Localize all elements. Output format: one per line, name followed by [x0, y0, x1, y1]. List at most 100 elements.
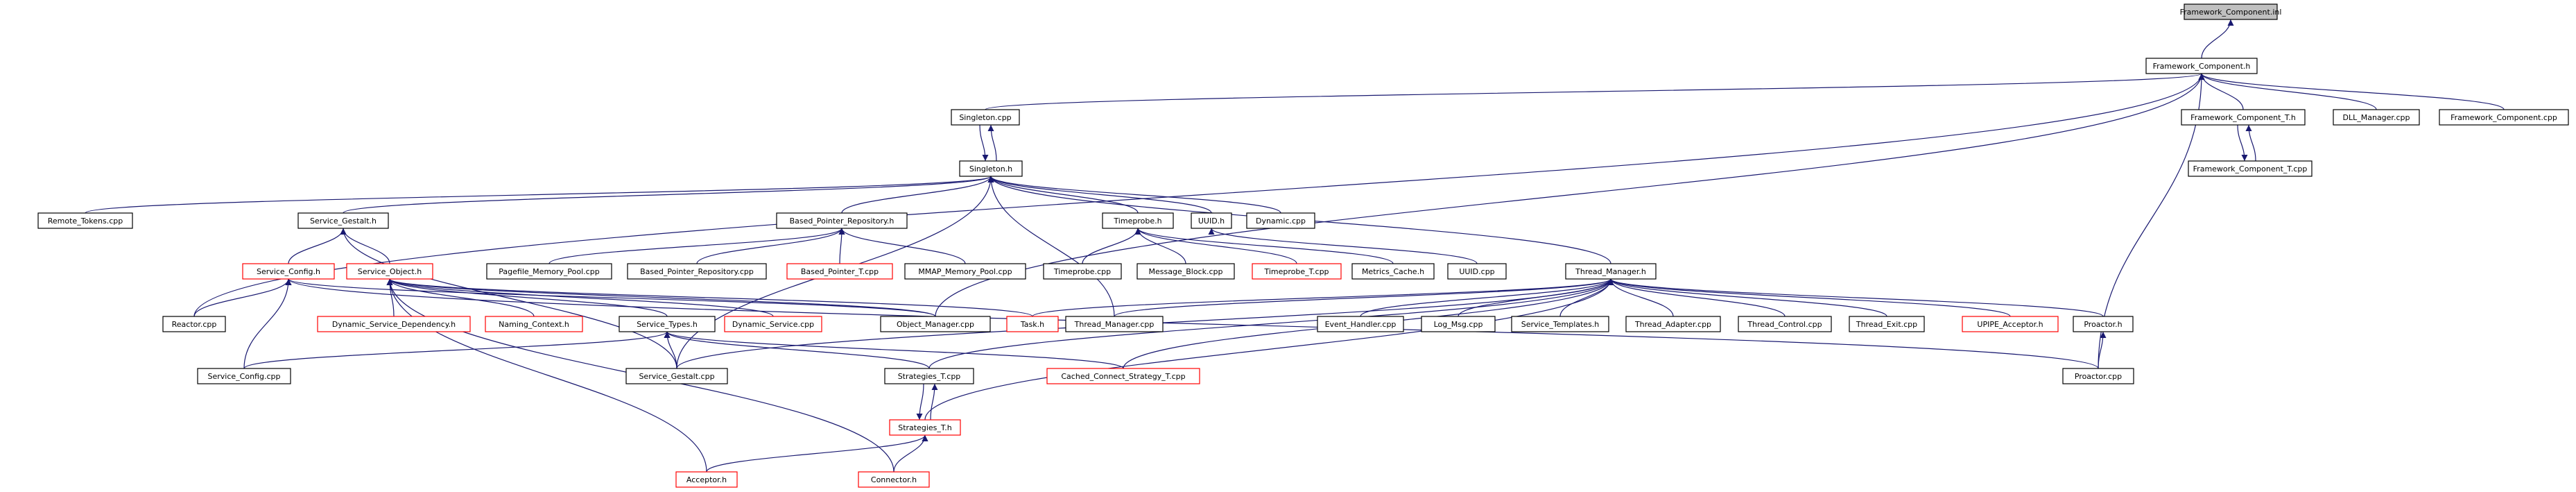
- graph-node-n12[interactable]: UUID.h: [1191, 212, 1232, 229]
- graph-node-n38[interactable]: Thread_Control.cpp: [1738, 316, 1832, 332]
- node-box[interactable]: [1043, 263, 1122, 280]
- graph-node-n34[interactable]: Event_Handler.cpp: [1317, 316, 1404, 332]
- node-box[interactable]: [619, 316, 716, 332]
- node-box[interactable]: [724, 316, 822, 332]
- node-box[interactable]: [317, 316, 471, 332]
- graph-node-n26[interactable]: Reactor.cpp: [162, 316, 226, 332]
- node-box[interactable]: [1317, 316, 1404, 332]
- graph-node-n36[interactable]: Service_Templates.h: [1511, 316, 1609, 332]
- node-box[interactable]: [2062, 368, 2134, 384]
- node-box[interactable]: [197, 368, 291, 384]
- node-box[interactable]: [1246, 212, 1315, 229]
- node-box[interactable]: [485, 316, 583, 332]
- node-box[interactable]: [297, 212, 389, 229]
- node-box[interactable]: [1136, 263, 1235, 280]
- graph-node-n24[interactable]: UUID.cpp: [1447, 263, 1507, 280]
- node-box[interactable]: [1962, 316, 2059, 332]
- node-box[interactable]: [1351, 263, 1435, 280]
- graph-node-n37[interactable]: Thread_Adapter.cpp: [1625, 316, 1721, 332]
- node-box[interactable]: [486, 263, 612, 280]
- node-box[interactable]: [627, 263, 767, 280]
- graph-node-n32[interactable]: Task.h: [1006, 316, 1059, 332]
- node-box[interactable]: [675, 471, 738, 488]
- node-box[interactable]: [37, 212, 133, 229]
- node-box[interactable]: [1511, 316, 1609, 332]
- node-box[interactable]: [2073, 316, 2134, 332]
- graph-node-n39[interactable]: Thread_Exit.cpp: [1849, 316, 1925, 332]
- graph-node-n4[interactable]: DLL_Manager.cpp: [2333, 109, 2420, 126]
- graph-node-n46[interactable]: Proactor.cpp: [2062, 368, 2134, 384]
- graph-node-n48[interactable]: Acceptor.h: [675, 471, 738, 488]
- node-box[interactable]: [2184, 3, 2278, 20]
- node-box[interactable]: [1738, 316, 1832, 332]
- graph-node-n49[interactable]: Connector.h: [858, 471, 930, 488]
- node-box[interactable]: [242, 263, 335, 280]
- graph-node-n40[interactable]: UPIPE_Acceptor.h: [1962, 316, 2059, 332]
- graph-node-n5[interactable]: Framework_Component.cpp: [2439, 109, 2569, 126]
- graph-node-n25[interactable]: Thread_Manager.h: [1565, 263, 1657, 280]
- node-box[interactable]: [951, 109, 1020, 126]
- graph-node-n30[interactable]: Dynamic_Service.cpp: [724, 316, 822, 332]
- node-box[interactable]: [880, 316, 991, 332]
- node-box[interactable]: [2188, 160, 2313, 177]
- node-box[interactable]: [884, 368, 974, 384]
- node-box[interactable]: [776, 212, 908, 229]
- node-box[interactable]: [2333, 109, 2420, 126]
- graph-node-n28[interactable]: Naming_Context.h: [485, 316, 583, 332]
- node-box[interactable]: [1421, 316, 1496, 332]
- graph-node-n31[interactable]: Object_Manager.cpp: [880, 316, 991, 332]
- node-box[interactable]: [786, 263, 893, 280]
- node-box[interactable]: [1065, 316, 1164, 332]
- graph-node-n16[interactable]: Pagefile_Memory_Pool.cpp: [486, 263, 612, 280]
- graph-node-n41[interactable]: Proactor.h: [2073, 316, 2134, 332]
- node-box[interactable]: [1849, 316, 1925, 332]
- graph-node-n10[interactable]: Based_Pointer_Repository.h: [776, 212, 908, 229]
- node-box[interactable]: [1447, 263, 1507, 280]
- graph-node-n44[interactable]: Strategies_T.cpp: [884, 368, 974, 384]
- graph-node-n22[interactable]: Timeprobe_T.cpp: [1252, 263, 1342, 280]
- node-box[interactable]: [162, 316, 226, 332]
- node-box[interactable]: [1191, 212, 1232, 229]
- graph-node-n1[interactable]: Framework_Component.h: [2145, 58, 2258, 74]
- graph-node-n47[interactable]: Strategies_T.h: [889, 419, 961, 436]
- graph-node-n13[interactable]: Dynamic.cpp: [1246, 212, 1315, 229]
- node-box[interactable]: [1046, 368, 1200, 384]
- graph-node-n27[interactable]: Dynamic_Service_Dependency.h: [317, 316, 471, 332]
- graph-node-n33[interactable]: Thread_Manager.cpp: [1065, 316, 1164, 332]
- graph-node-n18[interactable]: Based_Pointer_T.cpp: [786, 263, 893, 280]
- graph-node-n20[interactable]: Timeprobe.cpp: [1043, 263, 1122, 280]
- node-box[interactable]: [959, 160, 1023, 177]
- graph-node-n8[interactable]: Remote_Tokens.cpp: [37, 212, 133, 229]
- graph-node-n7[interactable]: Framework_Component_T.cpp: [2188, 160, 2313, 177]
- graph-node-n23[interactable]: Metrics_Cache.h: [1351, 263, 1435, 280]
- graph-node-n35[interactable]: Log_Msg.cpp: [1421, 316, 1496, 332]
- node-box[interactable]: [346, 263, 433, 280]
- graph-node-n15[interactable]: Service_Object.h: [346, 263, 433, 280]
- node-box[interactable]: [1565, 263, 1657, 280]
- graph-node-n42[interactable]: Service_Config.cpp: [197, 368, 291, 384]
- graph-node-n29[interactable]: Service_Types.h: [619, 316, 716, 332]
- graph-node-n45[interactable]: Cached_Connect_Strategy_T.cpp: [1046, 368, 1200, 384]
- node-box[interactable]: [1252, 263, 1342, 280]
- node-box[interactable]: [2145, 58, 2258, 74]
- graph-node-n21[interactable]: Message_Block.cpp: [1136, 263, 1235, 280]
- node-box[interactable]: [2439, 109, 2569, 126]
- graph-node-n43[interactable]: Service_Gestalt.cpp: [625, 368, 728, 384]
- graph-node-n2[interactable]: Singleton.cpp: [951, 109, 1020, 126]
- graph-node-n14[interactable]: Service_Config.h: [242, 263, 335, 280]
- node-box[interactable]: [1625, 316, 1721, 332]
- graph-node-n17[interactable]: Based_Pointer_Repository.cpp: [627, 263, 767, 280]
- graph-node-n0[interactable]: Framework_Component.inl: [2180, 3, 2282, 20]
- graph-node-n3[interactable]: Framework_Component_T.h: [2181, 109, 2306, 126]
- node-box[interactable]: [858, 471, 930, 488]
- graph-node-n19[interactable]: MMAP_Memory_Pool.cpp: [904, 263, 1026, 280]
- node-box[interactable]: [2181, 109, 2306, 126]
- node-box[interactable]: [1102, 212, 1174, 229]
- node-box[interactable]: [889, 419, 961, 436]
- node-box[interactable]: [625, 368, 728, 384]
- graph-node-n9[interactable]: Service_Gestalt.h: [297, 212, 389, 229]
- node-box[interactable]: [904, 263, 1026, 280]
- node-box[interactable]: [1006, 316, 1059, 332]
- graph-node-n6[interactable]: Singleton.h: [959, 160, 1023, 177]
- graph-node-n11[interactable]: Timeprobe.h: [1102, 212, 1174, 229]
